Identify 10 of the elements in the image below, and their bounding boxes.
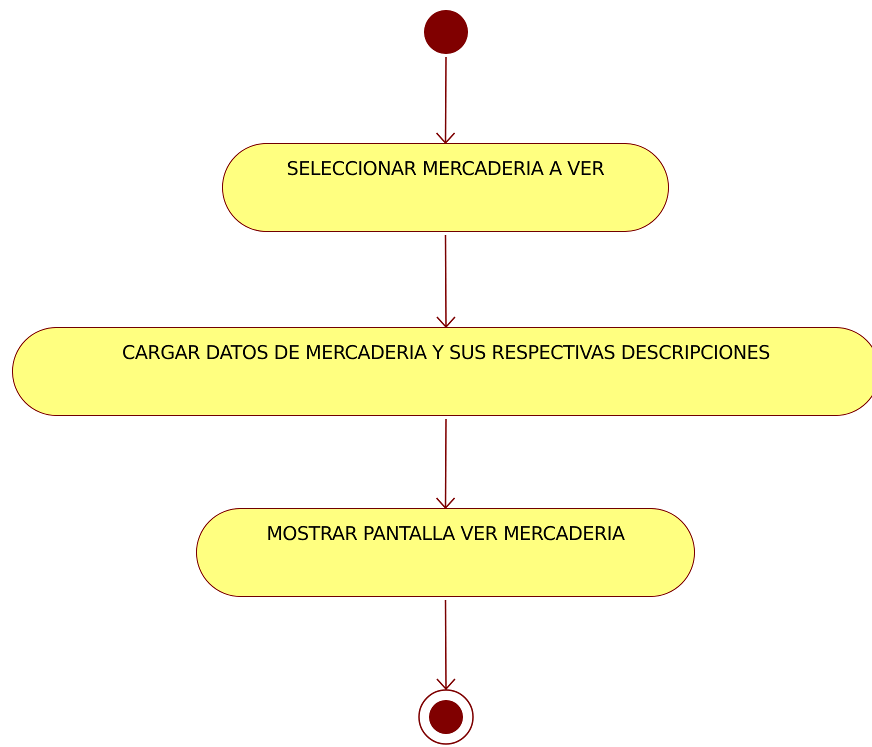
arrow — [436, 57, 456, 144]
action-label: MOSTRAR PANTALLA VER MERCADERIA — [266, 522, 625, 547]
arrow — [436, 600, 456, 690]
action-label: CARGAR DATOS DE MERCADERIA Y SUS RESPECTIVAS DESCRIPCIONES — [122, 341, 770, 366]
initial-node — [424, 10, 468, 54]
action-node — [12, 327, 872, 416]
action-label: SELECCIONAR MERCADERIA A VER — [286, 157, 604, 182]
arrow — [436, 235, 456, 328]
final-node — [418, 689, 474, 745]
arrow — [436, 419, 456, 509]
